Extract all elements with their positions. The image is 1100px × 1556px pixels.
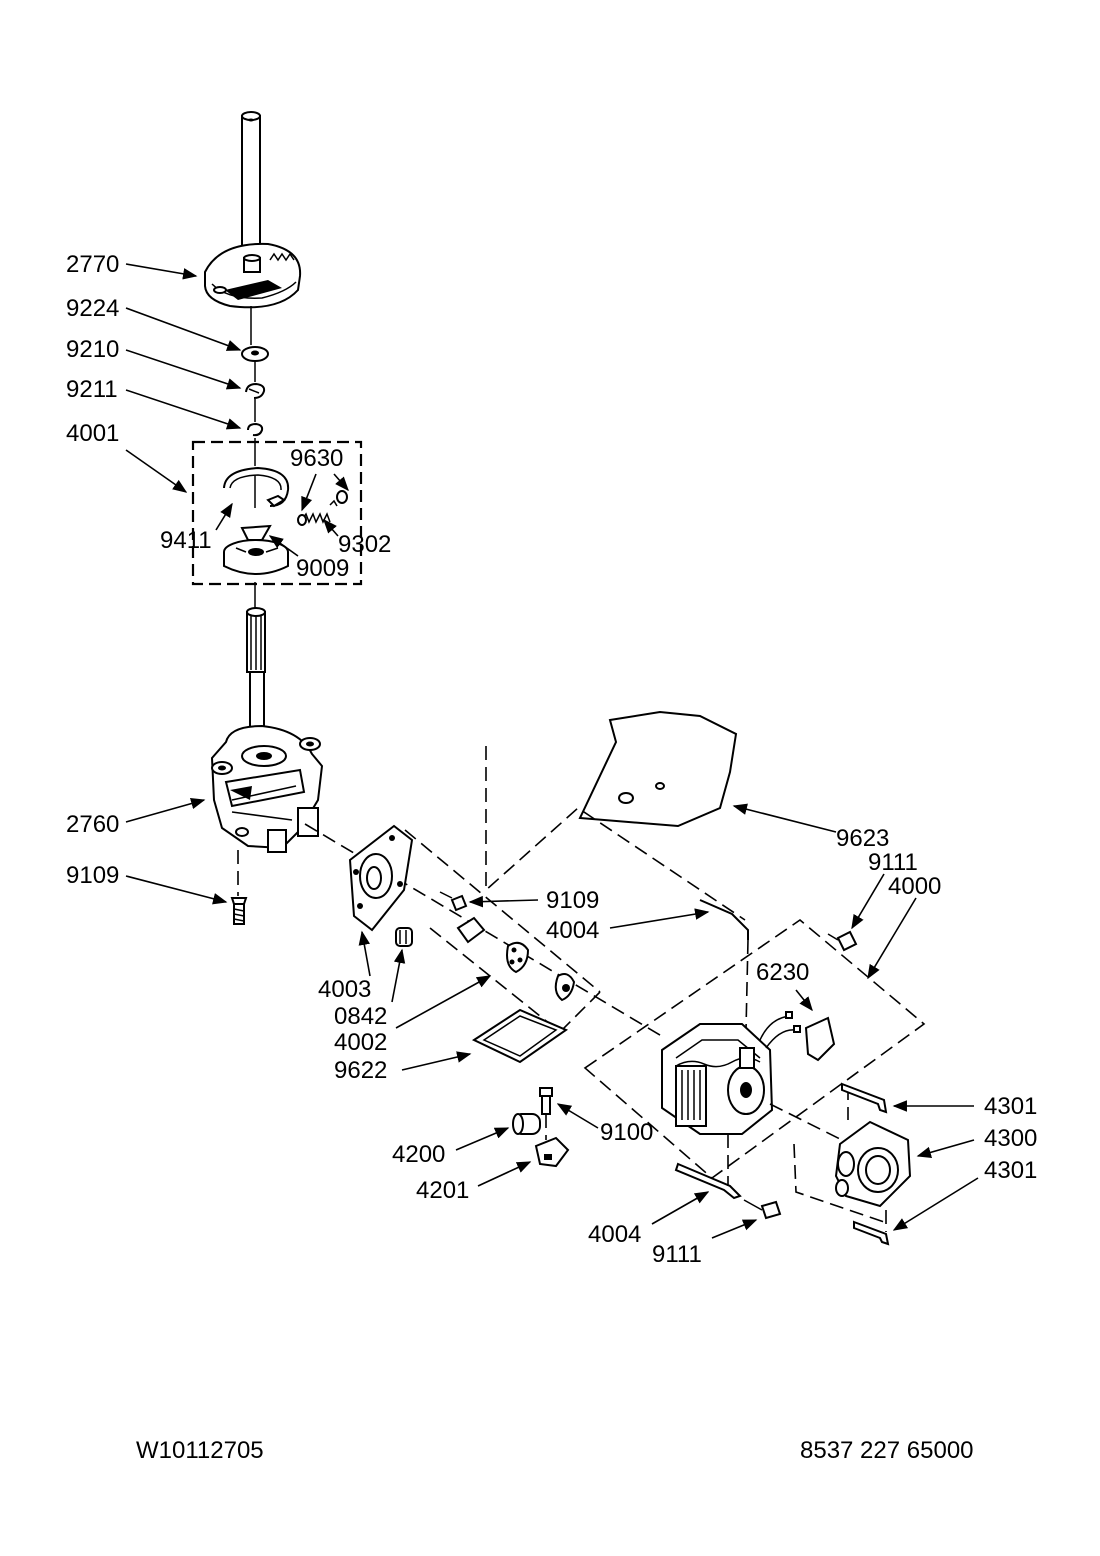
motor-assembly-box-4000: [583, 918, 926, 1180]
screw-9109-left: [230, 897, 248, 925]
footer-right-code: 8537 227 65000: [800, 1437, 974, 1464]
switch-6230: [759, 1011, 836, 1062]
callout-4001: 4001: [66, 420, 119, 447]
callout-9224: 9224: [66, 295, 119, 322]
screw-9111-bottom: [743, 1199, 782, 1220]
callout-9630: 9630: [290, 445, 343, 472]
motor-bracket-4004-bottom: [674, 1134, 742, 1200]
leader-lines: [125, 263, 979, 1239]
callout-6230: 6230: [756, 959, 809, 986]
callout-9210: 9210: [66, 336, 119, 363]
motor-body: [661, 1023, 774, 1135]
brake-rotor-9009: [223, 524, 289, 575]
spring-cap-9630: [297, 490, 348, 526]
pump-4300: [834, 1120, 912, 1208]
washer-9224: [241, 346, 269, 362]
callout-9623: 9623: [836, 825, 889, 852]
callout-0842: 0842: [334, 1003, 387, 1030]
callout-2770: 2770: [66, 251, 119, 278]
callout-9009: 9009: [296, 555, 349, 582]
callout-9411: 9411: [160, 527, 212, 554]
callout-4301-bottom: 4301: [984, 1157, 1037, 1184]
callout-9109-right: 9109: [546, 887, 599, 914]
callout-9109-left: 9109: [66, 862, 119, 889]
mounting-plate-4003: [348, 824, 414, 932]
callout-9211: 9211: [66, 376, 118, 403]
callout-4201: 4201: [416, 1177, 469, 1204]
capacitor-strap-4201: [534, 1136, 570, 1168]
callout-labels: 2770 9224 9210 9211 4001 9630 9411 9302 …: [66, 251, 1037, 1268]
callout-4004-bottom: 4004: [588, 1221, 641, 1248]
brake-band-9411: [223, 466, 290, 508]
brake-assembly-box-4001: [191, 440, 363, 586]
callout-9111-top: 9111: [868, 849, 918, 876]
screw-9109-right: [439, 891, 468, 912]
footer-left-code: W10112705: [136, 1437, 264, 1464]
spring-9302: [301, 512, 331, 524]
drive-coupler-4002: [456, 916, 576, 1002]
callout-4003: 4003: [318, 976, 371, 1003]
callout-9100: 9100: [600, 1119, 653, 1146]
callout-2760: 2760: [66, 811, 119, 838]
clip-4301-bottom: [853, 1210, 890, 1246]
clip-4301-top: [841, 1082, 888, 1114]
callout-9622: 9622: [334, 1057, 387, 1084]
retaining-ring-9211: [247, 422, 264, 437]
callout-4002: 4002: [334, 1029, 387, 1056]
screw-9111-top: [827, 930, 858, 952]
pad-9622: [471, 1008, 569, 1064]
agitator-shaft-upper: [241, 111, 261, 267]
brake-cam-part-2770: [204, 242, 302, 309]
lock-washer-9210: [245, 382, 266, 399]
shield-plate-9623: [578, 710, 738, 828]
coupler-0842: [395, 927, 413, 947]
screw-9100: [539, 1087, 553, 1140]
callout-4200: 4200: [392, 1141, 445, 1168]
capacitor-4200: [512, 1113, 541, 1135]
callout-9302: 9302: [338, 531, 391, 558]
callout-4300: 4300: [984, 1125, 1037, 1152]
callout-9111-bottom: 9111: [652, 1241, 702, 1268]
callout-4004-top: 4004: [546, 917, 599, 944]
callout-4301-top: 4301: [984, 1093, 1037, 1120]
callout-4000: 4000: [888, 873, 941, 900]
motor-bracket-rod-4004: [699, 899, 749, 1031]
gearcase-2760: [210, 724, 324, 853]
